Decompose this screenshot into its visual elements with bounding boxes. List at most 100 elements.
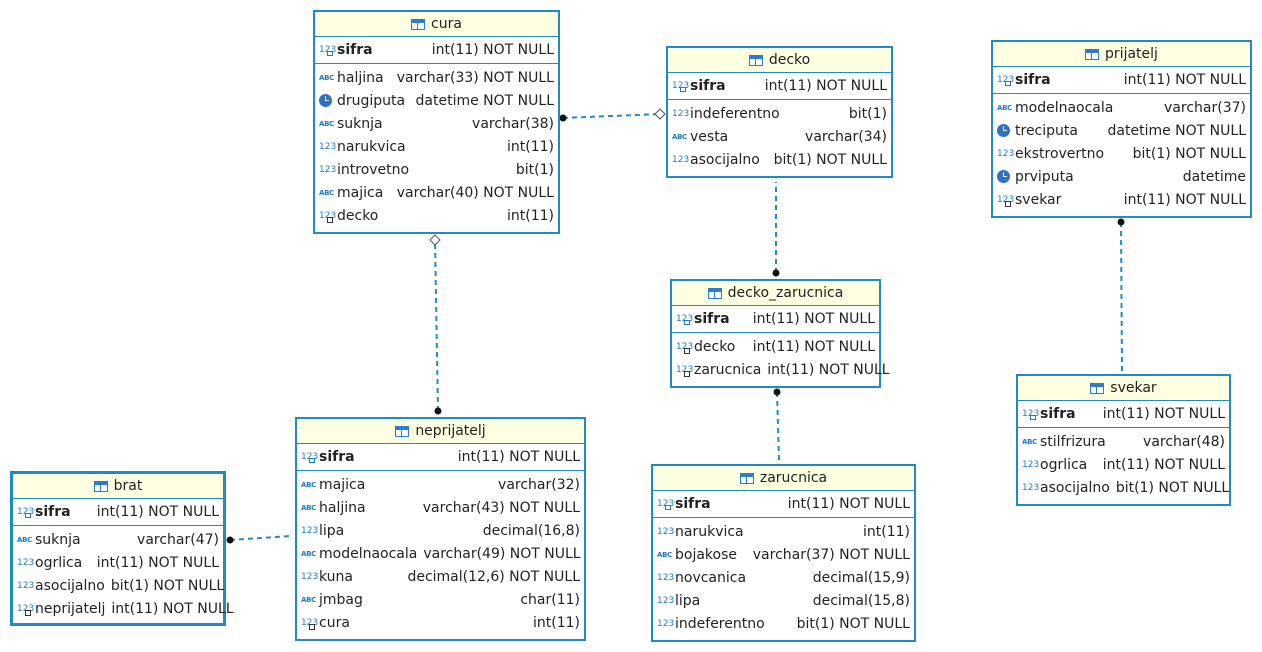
primary-key-icon: 123 (17, 507, 35, 518)
column-type: varchar(43) NOT NULL (422, 499, 580, 516)
entity-header[interactable]: decko (668, 48, 891, 73)
entity-title: neprijatelj (415, 423, 486, 439)
entity-title: decko_zarucnica (727, 285, 844, 301)
entity-header[interactable]: neprijatelj (297, 419, 584, 444)
relationship-line (434, 239, 439, 412)
optional-diamond-icon (654, 108, 666, 120)
relationship-cura-decko[interactable] (559, 108, 666, 122)
string-type-icon: ABC (319, 119, 334, 128)
column-name: majica (319, 476, 366, 493)
entity-title: cura (431, 16, 462, 32)
relationship-line (1120, 221, 1123, 373)
column-name: prviputa (1015, 168, 1074, 185)
column-type: int(11) (507, 207, 554, 224)
relationship-brat-neprijatelj[interactable] (226, 535, 292, 544)
relationship-prijatelj-svekar[interactable] (1117, 218, 1125, 373)
entity-title: prijatelj (1105, 46, 1158, 62)
numeric-type-icon: 123 (657, 526, 675, 537)
column-name: decko (337, 207, 379, 224)
fk-end-dot-icon (434, 407, 442, 415)
column-name: sifra (675, 496, 711, 512)
entity-header[interactable]: svekar (1018, 376, 1229, 401)
column-name: suknja (337, 115, 383, 132)
primary-key-icon: 123 (1022, 409, 1040, 420)
column-name: haljina (337, 69, 384, 86)
column-type: decimal(15,8) (812, 592, 910, 609)
relationship-decko-zarucnica-zarucnica[interactable] (773, 388, 781, 461)
table-icon (411, 18, 426, 30)
column-type: decimal(12,6) NOT NULL (407, 568, 580, 585)
entity-header[interactable]: prijatelj (993, 42, 1250, 67)
column-name: sifra (1015, 72, 1051, 88)
numeric-type-icon: 123 (319, 141, 337, 152)
column-type: bit(1) NOT NULL (796, 615, 910, 632)
entity-header[interactable]: cura (315, 12, 558, 37)
entity-header[interactable]: decko_zarucnica (672, 281, 879, 306)
column-name: lipa (675, 592, 701, 609)
entity-header[interactable]: brat (13, 474, 223, 499)
entity-header[interactable]: zarucnica (653, 466, 914, 491)
relationship-decko-zarucnica-decko[interactable] (772, 182, 780, 277)
relationship-neprijatelj-cura[interactable] (429, 234, 442, 415)
fk-end-dot-icon (772, 269, 780, 277)
column-type: varchar(49) NOT NULL (423, 545, 581, 562)
column-type: int(11) NOT NULL (96, 504, 219, 520)
